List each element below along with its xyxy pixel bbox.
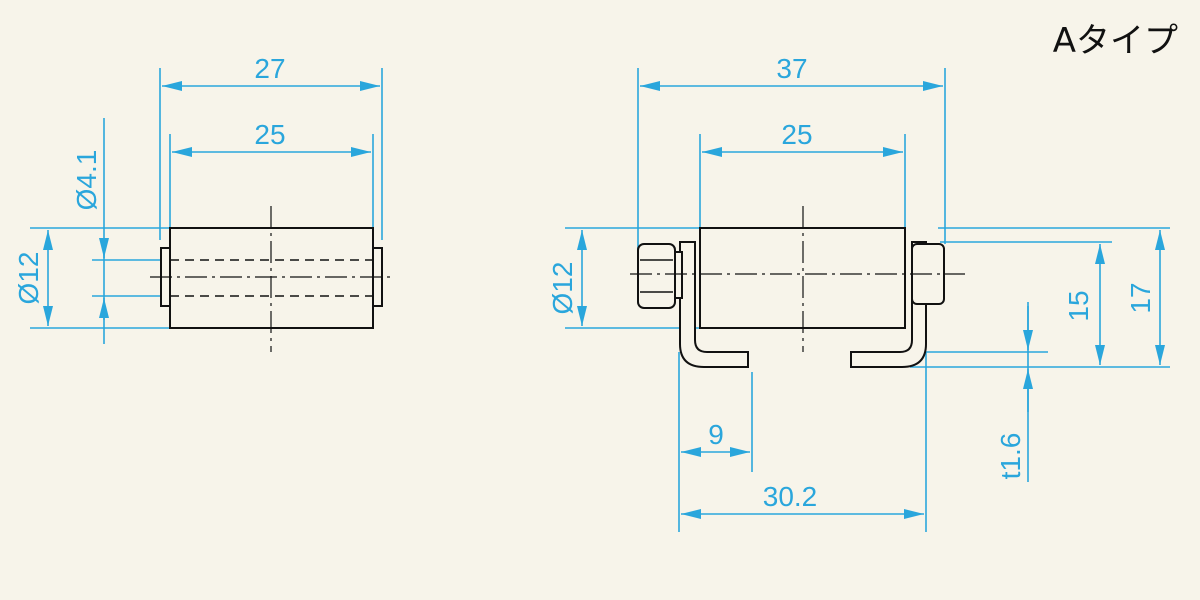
type-title: Aタイプ bbox=[1053, 21, 1178, 61]
label-overall-width-right: 37 bbox=[776, 53, 807, 84]
label-height-15: 15 bbox=[1063, 290, 1094, 321]
label-overall-width-left: 27 bbox=[254, 53, 285, 84]
label-shaft-diameter: Ø4.1 bbox=[71, 150, 102, 211]
left-roller-view: 27 25 Ø12 Ø4.1 bbox=[13, 53, 394, 352]
label-roller-width-left: 25 bbox=[254, 119, 285, 150]
nut-washer bbox=[674, 251, 683, 299]
label-foot-length: 9 bbox=[708, 419, 724, 450]
label-outer-diameter-left: Ø12 bbox=[13, 252, 44, 305]
hex-nut bbox=[637, 243, 676, 309]
bracket-left bbox=[679, 241, 749, 368]
label-bracket-span: 30.2 bbox=[763, 481, 818, 512]
label-thickness: t1.6 bbox=[995, 433, 1026, 480]
label-roller-width-right: 25 bbox=[781, 119, 812, 150]
label-outer-diameter-right: Ø12 bbox=[547, 262, 578, 315]
label-height-17: 17 bbox=[1125, 282, 1156, 313]
right-roller-view: 37 25 Ø12 15 17 9 30.2 t1.6 bbox=[547, 53, 1170, 532]
